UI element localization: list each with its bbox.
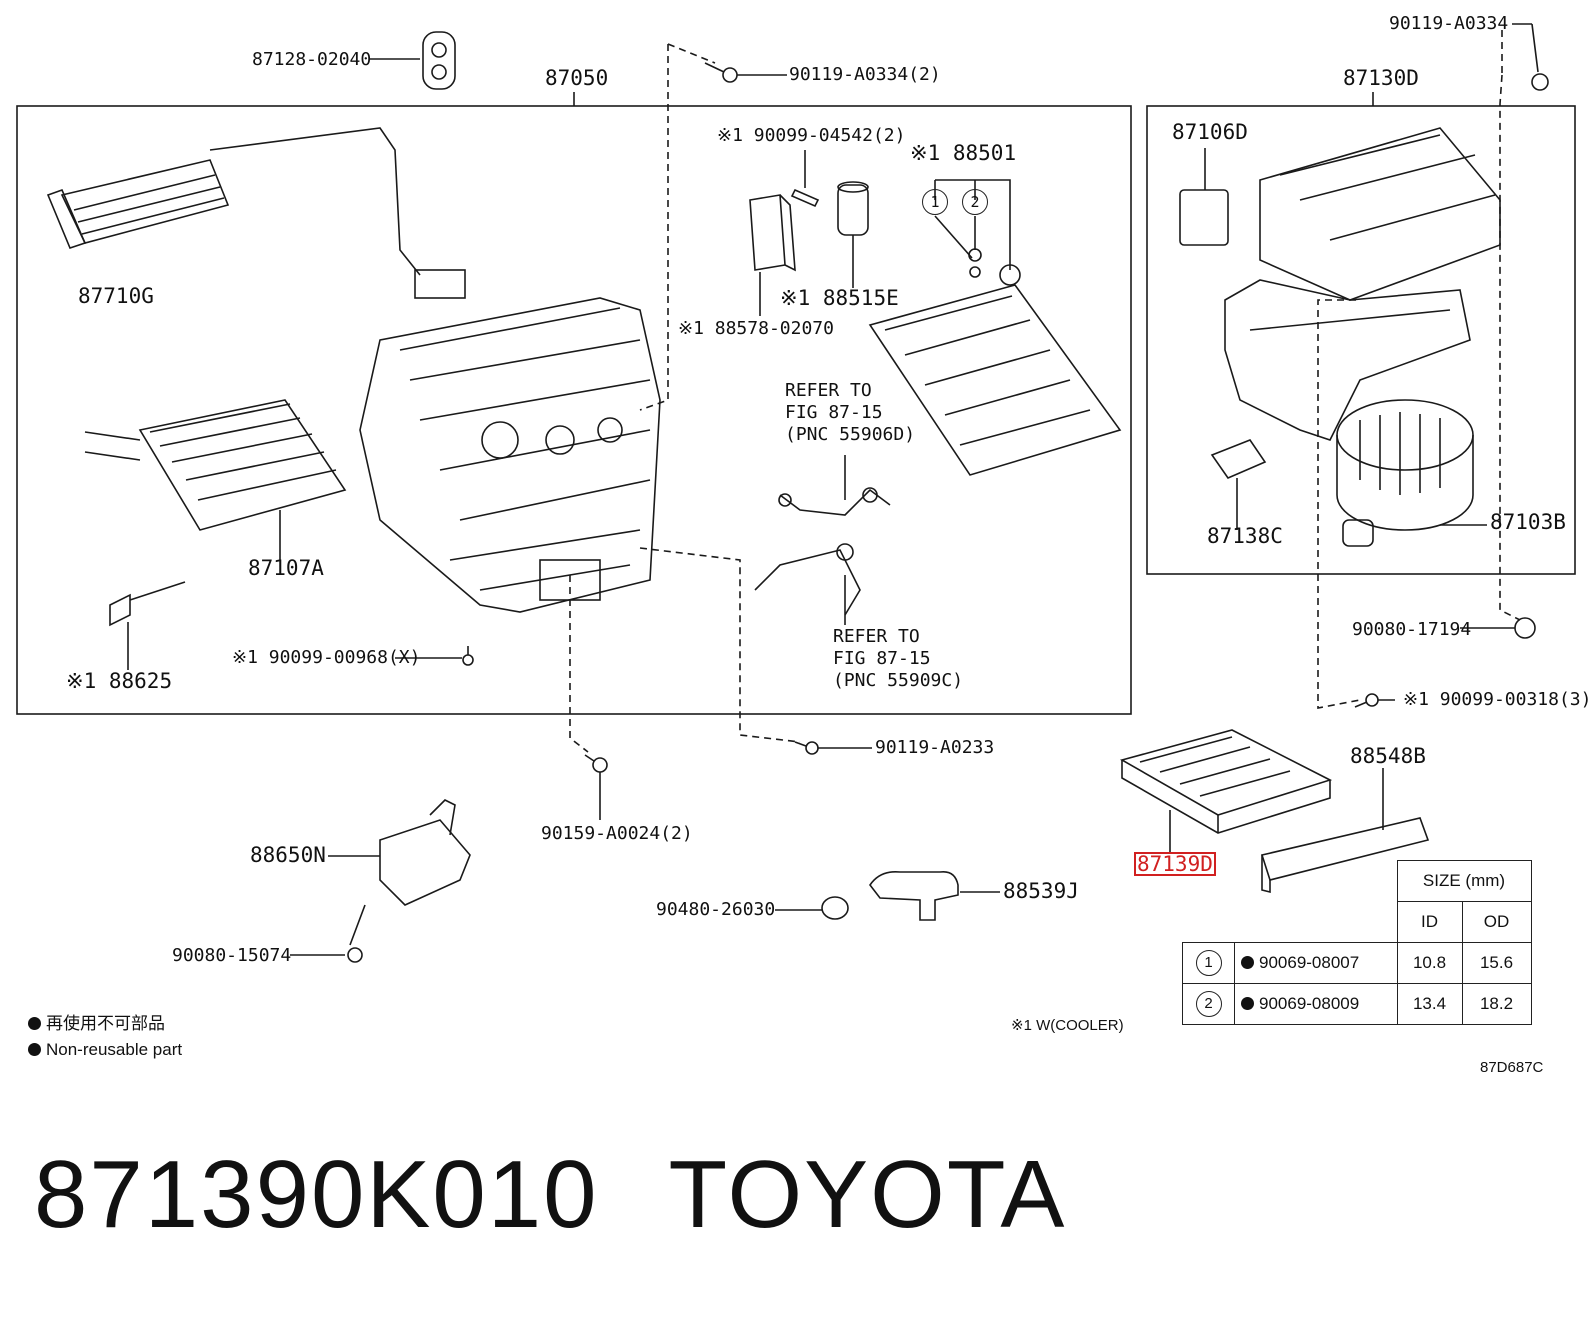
row-od-value: 18.2 [1461,983,1532,1025]
hvac-case-shape [359,297,661,613]
circle-marker-2: 2 [962,189,988,215]
footer-part-number: 871390K010 [34,1141,599,1248]
non-reusable-dot-icon [28,1043,41,1056]
callout-90159-a0024: 90159-A0024(2) [541,823,693,844]
callout-87710g: 87710G [78,284,154,308]
callout-90099-04542: ※1 90099-04542(2) [717,125,906,146]
refer-note-1-line1: REFER TO [785,380,872,401]
callout-90119-a0233: 90119-A0233 [875,737,995,758]
footer-brand: TOYOTA [668,1141,1067,1248]
callout-88578-02070: ※1 88578-02070 [678,318,834,339]
grommet-87128-shape [422,31,456,90]
row-part-number: 90069-08009 [1259,994,1360,1013]
callout-87138c: 87138C [1207,524,1283,548]
callout-90119-a0334: 90119-A0334 [1389,13,1509,34]
table-row: 1 90069-08007 10.8 15.6 [1182,942,1532,984]
callout-90099-00968: ※1 90099-00968(X) [232,647,421,668]
callout-88501: ※1 88501 [910,141,1017,165]
size-table-col-od: OD [1461,901,1532,943]
refer-note-2-line3: (PNC 55909C) [833,670,964,691]
callout-87139d-highlighted: 87139D [1134,852,1216,876]
non-reusable-dot-icon [28,1017,41,1030]
callout-90480-26030: 90480-26030 [656,899,776,920]
cooler-note: ※1 W(COOLER) [1011,1017,1124,1034]
callout-90119-a0334-2: 90119-A0334(2) [789,64,941,85]
size-table-col-id: ID [1396,901,1463,943]
callout-87130d: 87130D [1343,66,1419,90]
callout-87050: 87050 [545,66,609,90]
row-number-circle: 1 [1195,950,1222,976]
row-part-number: 90069-08007 [1259,953,1360,972]
row-id-value: 13.4 [1396,983,1463,1025]
callout-88650n: 88650N [250,843,326,867]
refer-note-2-line2: FIG 87-15 [833,648,931,669]
table-row: 2 90069-08009 13.4 18.2 [1182,983,1532,1025]
cabin-filter-87139d-shape [1119,729,1333,852]
non-reusable-dot-icon [1241,997,1254,1010]
heater-core-87107a-shape [84,399,347,560]
callout-88515e: ※1 88515E [780,286,899,310]
callout-87106d: 87106D [1172,120,1248,144]
row-od-value: 15.6 [1461,942,1532,984]
callout-87107a: 87107A [248,556,324,580]
row-number-circle: 2 [1195,991,1222,1017]
refer-note-1-line2: FIG 87-15 [785,402,883,423]
callout-87103b: 87103B [1490,510,1566,534]
callout-88539j: 88539J [1003,879,1079,903]
blower-case-87130d-shape [1224,127,1501,441]
callout-88548b: 88548B [1350,744,1426,768]
circle-marker-1: 1 [922,189,948,215]
legend-japanese: 再使用不可部品 [28,1014,165,1034]
refer-note-1-line3: (PNC 55906D) [785,424,916,445]
heater-pipe-87710g-shape [46,127,466,299]
refer-note-2-line1: REFER TO [833,626,920,647]
row-id-value: 10.8 [1396,942,1463,984]
blower-unit-frame [1146,105,1576,575]
callout-88625: ※1 88625 [66,669,173,693]
non-reusable-dot-icon [1241,956,1254,969]
legend-english: Non-reusable part [28,1040,182,1060]
callout-87128-02040: 87128-02040 [252,49,372,70]
callout-90099-00318: ※1 90099-00318(3) [1403,689,1592,710]
callout-90080-17194: 90080-17194 [1352,619,1472,640]
o-ring-size-table: SIZE (mm) ID OD 1 90069-08007 10.8 15.6 … [1182,860,1532,1025]
diagram-code: 87D687C [1480,1059,1544,1076]
size-table-header: SIZE (mm) [1396,860,1532,902]
footer-caption: 871390K010 TOYOTA [34,1140,1066,1250]
callout-90080-15074: 90080-15074 [172,945,292,966]
